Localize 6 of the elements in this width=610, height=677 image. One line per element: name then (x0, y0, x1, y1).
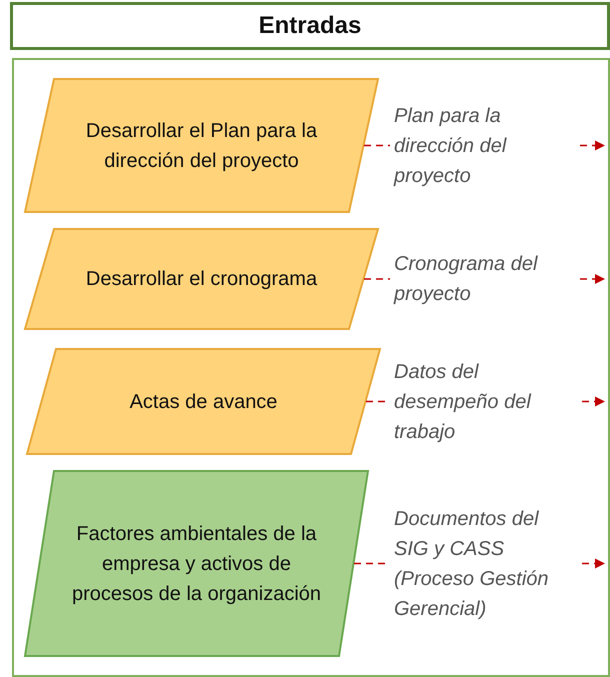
input-panel (12, 58, 610, 677)
input-name: Actas de avance (128, 390, 278, 414)
input-name: Desarrollar el cronograma (84, 267, 318, 292)
title-banner: Entradas (10, 2, 610, 50)
input-name: Desarrollar el Plan para la dirección del proyecto (84, 118, 318, 174)
input-name: Factores ambientales de la empresa y activos de procesos de la organización (70, 522, 322, 606)
